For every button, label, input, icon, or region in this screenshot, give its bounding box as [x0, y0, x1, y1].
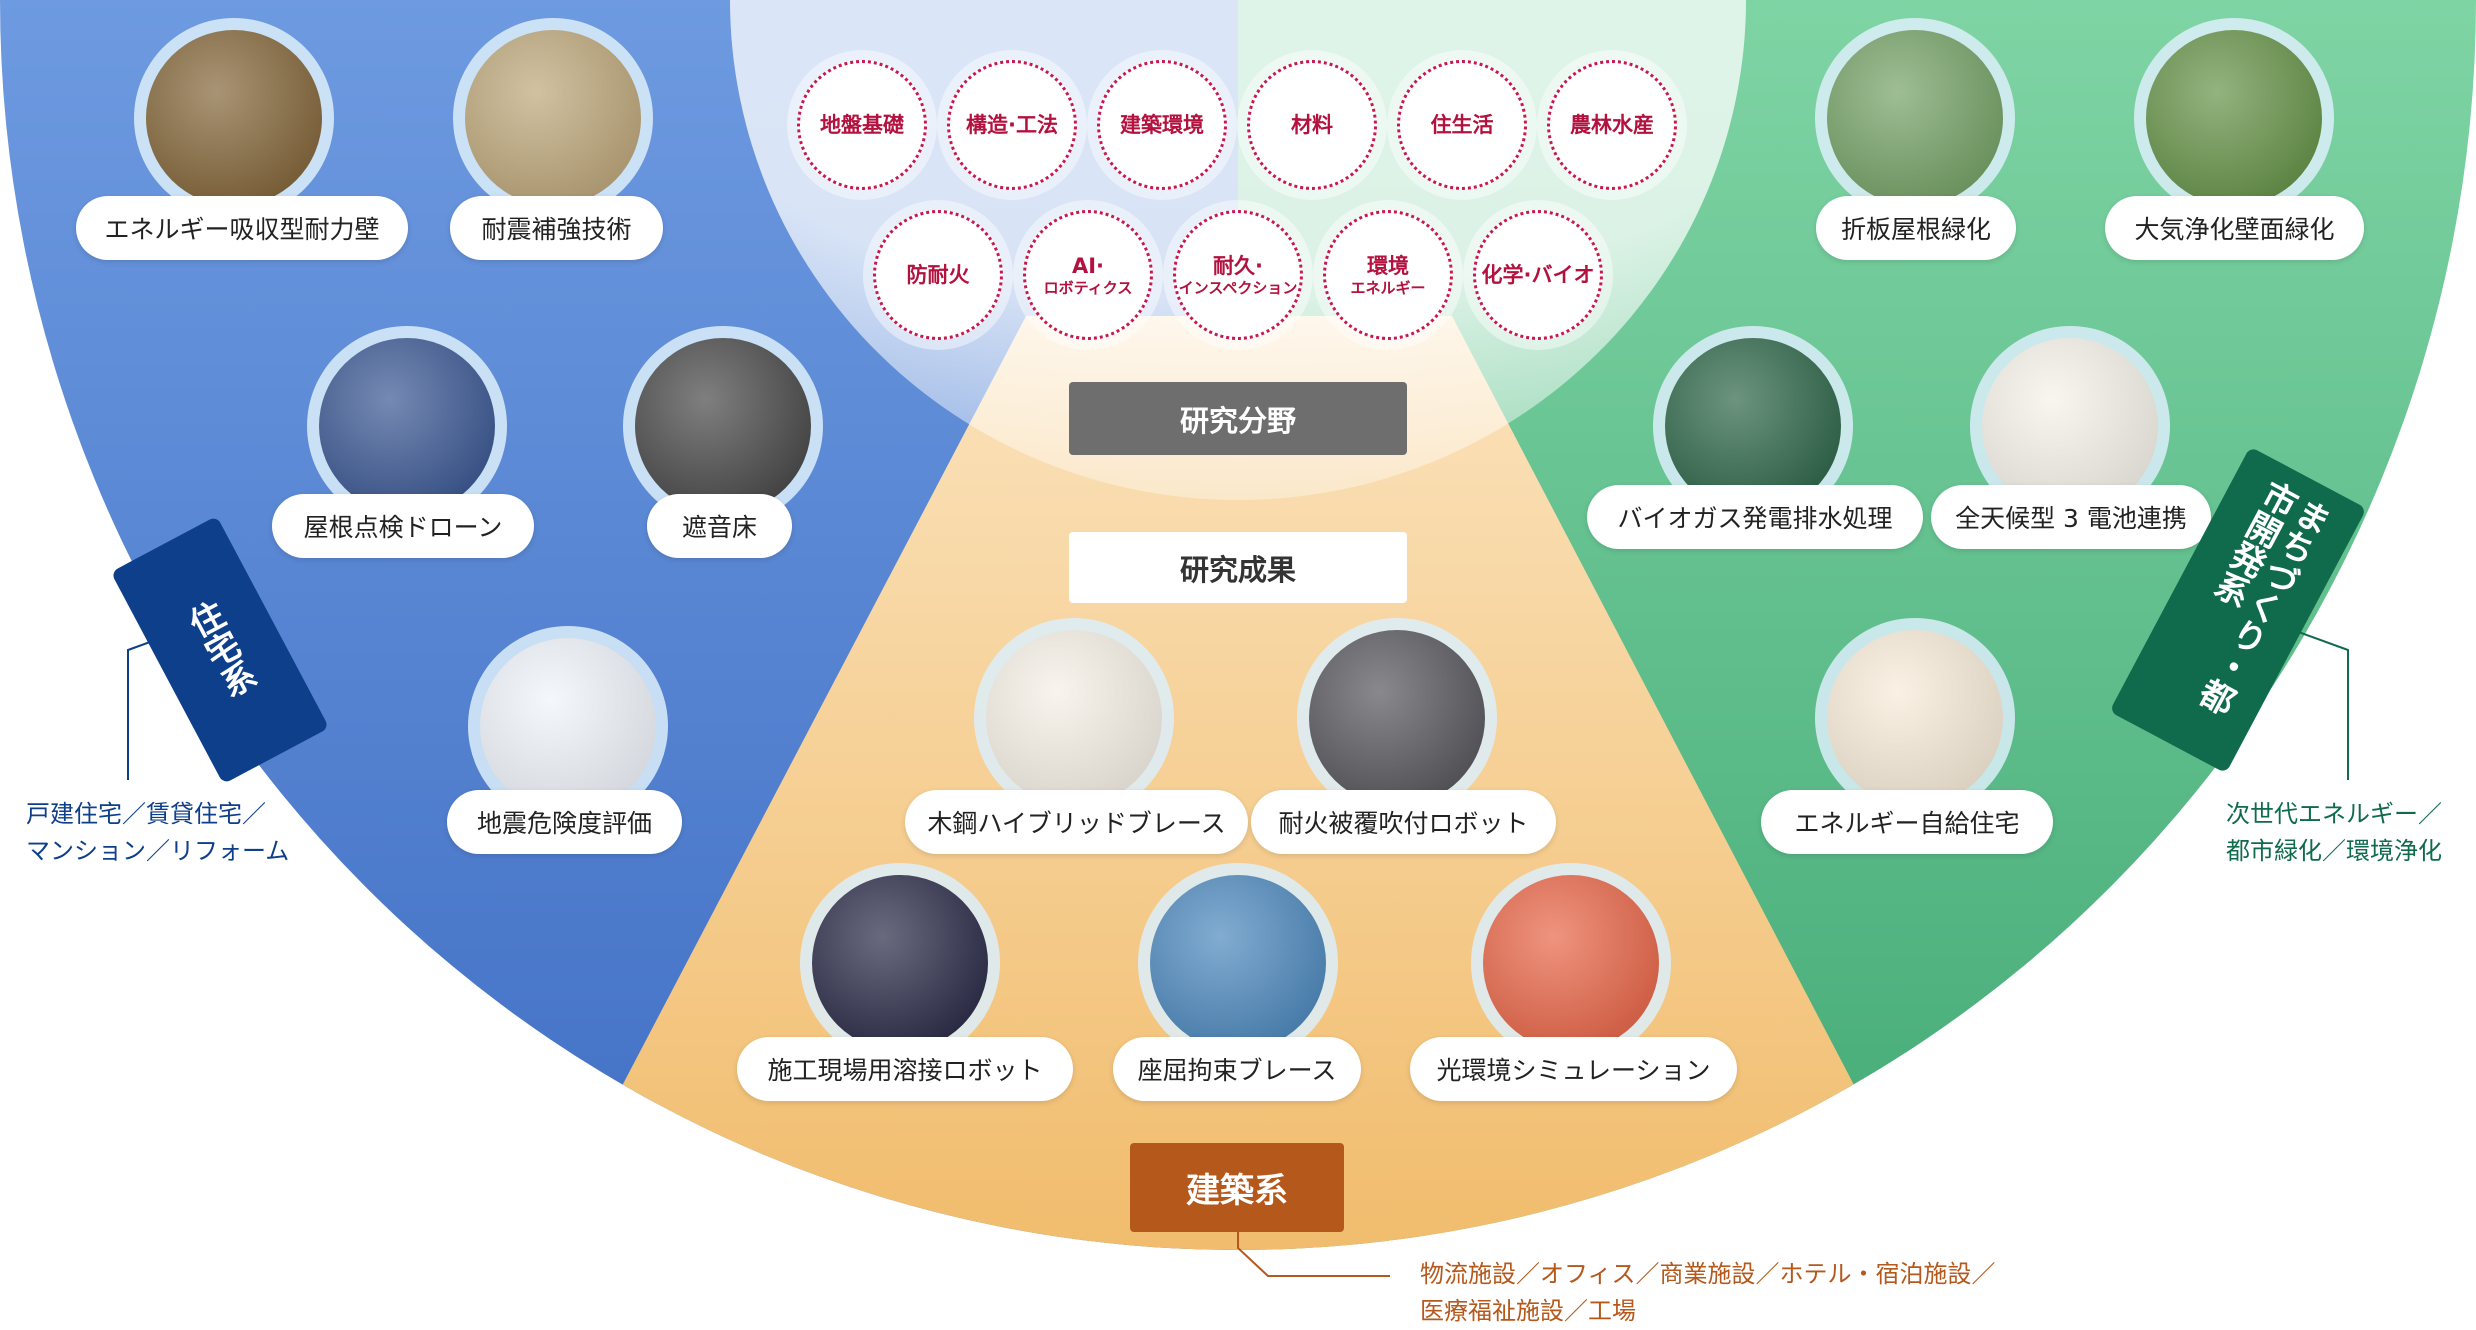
result-label[interactable]: バイオガス発電排水処理 — [1587, 485, 1923, 549]
result-photo — [465, 30, 641, 206]
research-field-circle: 化学·バイオ — [1473, 210, 1603, 340]
research-field-label: 耐久· — [1213, 253, 1263, 278]
result-label[interactable]: 遮音床 — [647, 494, 792, 558]
architecture-desc-line: 物流施設／オフィス／商業施設／ホテル・宿泊施設／ — [1420, 1260, 1996, 1288]
result-photo — [812, 875, 988, 1051]
research-field-circle: 建築環境 — [1097, 60, 1227, 190]
architecture-connector — [1237, 1232, 1390, 1277]
result-photo — [1827, 30, 2003, 206]
housing-category-label: 住宅系 — [177, 595, 262, 705]
result-label[interactable]: 木鋼ハイブリッドブレース — [905, 790, 1248, 854]
research-field-label: 材料 — [1291, 112, 1333, 137]
result-photo — [1309, 630, 1485, 806]
research-field-circle: 耐久·インスペクション — [1173, 210, 1303, 340]
result-label[interactable]: 折板屋根緑化 — [1816, 196, 2016, 260]
result-label[interactable]: 全天候型 3 電池連携 — [1931, 485, 2211, 549]
research-field-circle: 地盤基礎 — [797, 60, 927, 190]
research-field-label: 構造·工法 — [966, 112, 1058, 137]
result-label[interactable]: エネルギー吸収型耐力壁 — [76, 196, 408, 260]
research-field-label: 化学·バイオ — [1481, 262, 1595, 287]
research-field-circle: 材料 — [1247, 60, 1377, 190]
result-photo — [1483, 875, 1659, 1051]
research-field-circle: AI·ロボティクス — [1023, 210, 1153, 340]
housing-desc-line: マンション／リフォーム — [26, 837, 290, 866]
research-field-label: 建築環境 — [1120, 112, 1204, 137]
research-field-heading: 研究分野 — [1069, 382, 1407, 455]
research-field-label: 農林水産 — [1570, 112, 1654, 137]
result-photo — [480, 638, 656, 814]
result-photo — [1982, 338, 2158, 514]
architecture-category-tag: 建築系 — [1130, 1143, 1344, 1232]
research-field-sublabel: ロボティクス — [1043, 278, 1133, 297]
result-label[interactable]: 耐震補強技術 — [450, 196, 663, 260]
result-label[interactable]: 座屈拘束ブレース — [1113, 1037, 1361, 1101]
result-photo — [146, 30, 322, 206]
research-field-sublabel: エネルギー — [1350, 278, 1426, 297]
research-field-circle: 防耐火 — [873, 210, 1003, 340]
result-label[interactable]: エネルギー自給住宅 — [1761, 790, 2053, 854]
housing-desc-line: 戸建住宅／賃貸住宅／ — [26, 800, 266, 828]
result-label[interactable]: 耐火被覆吹付ロボット — [1251, 790, 1556, 854]
research-field-label: 環境 — [1366, 253, 1409, 278]
result-label[interactable]: 屋根点検ドローン — [272, 494, 534, 558]
research-results-heading: 研究成果 — [1069, 532, 1407, 603]
result-photo — [319, 338, 495, 514]
result-photo — [635, 338, 811, 514]
urban-description: 次世代エネルギー／ 都市緑化／環境浄化 — [2226, 796, 2442, 870]
result-photo — [1150, 875, 1326, 1051]
research-field-circle: 環境エネルギー — [1323, 210, 1453, 340]
research-field-circle: 住生活 — [1397, 60, 1527, 190]
research-field-circle: 農林水産 — [1547, 60, 1677, 190]
result-label[interactable]: 施工現場用溶接ロボット — [737, 1037, 1073, 1101]
research-field-label: 防耐火 — [906, 262, 970, 287]
result-photo — [986, 630, 1162, 806]
research-field-label: 地盤基礎 — [820, 112, 904, 137]
result-photo — [2146, 30, 2322, 206]
urban-desc-line: 次世代エネルギー／ — [2226, 800, 2442, 828]
result-label[interactable]: 地震危険度評価 — [447, 790, 682, 854]
research-field-sublabel: インスペクション — [1178, 278, 1298, 297]
research-field-circle: 構造·工法 — [947, 60, 1077, 190]
urban-desc-line: 都市緑化／環境浄化 — [2226, 837, 2442, 866]
housing-description: 戸建住宅／賃貸住宅／ マンション／リフォーム — [26, 796, 289, 870]
architecture-description: 物流施設／オフィス／商業施設／ホテル・宿泊施設／ 医療福祉施設／工場 — [1420, 1256, 1996, 1330]
research-field-label: 住生活 — [1430, 112, 1494, 137]
research-field-label: AI· — [1071, 253, 1105, 278]
result-photo — [1827, 630, 2003, 806]
result-label[interactable]: 光環境シミュレーション — [1410, 1037, 1737, 1101]
result-photo — [1665, 338, 1841, 514]
architecture-desc-line: 医療福祉施設／工場 — [1420, 1297, 1636, 1326]
result-label[interactable]: 大気浄化壁面緑化 — [2105, 196, 2364, 260]
